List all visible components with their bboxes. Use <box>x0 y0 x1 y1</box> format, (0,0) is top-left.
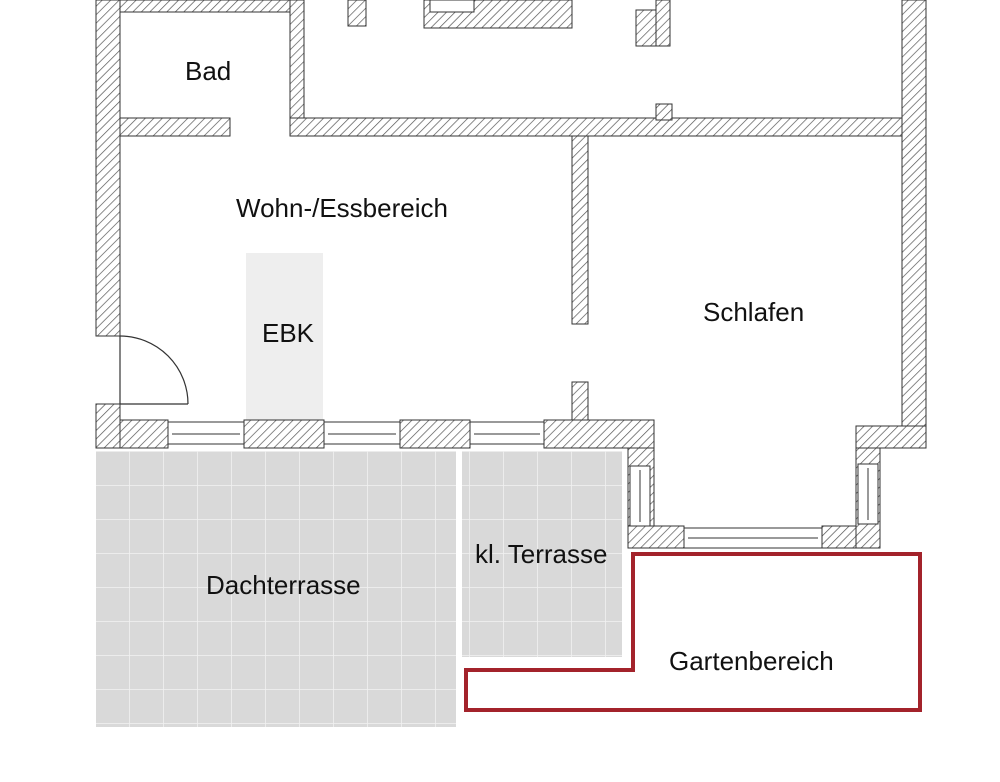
door <box>119 335 189 405</box>
room-label-dachterrasse: Dachterrasse <box>206 570 361 600</box>
walls <box>95 0 927 549</box>
windows <box>167 421 879 549</box>
room-label-schlafen: Schlafen <box>703 297 804 327</box>
room-label-kl-terrasse: kl. Terrasse <box>475 539 607 569</box>
dachterrasse-floor <box>96 451 456 727</box>
room-label-bad: Bad <box>185 56 231 86</box>
ebk-block <box>246 253 323 420</box>
room-label-garten: Gartenbereich <box>669 646 834 676</box>
kl-terrasse-floor <box>462 451 622 657</box>
garden-boundary <box>464 552 922 712</box>
room-label-wohn: Wohn-/Essbereich <box>236 193 448 223</box>
room-label-ebk: EBK <box>262 318 315 348</box>
